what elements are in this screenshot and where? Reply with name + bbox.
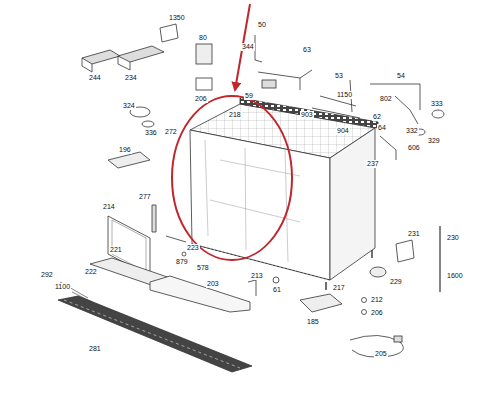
callout-number: 1350 [168,14,186,22]
callout-number: 62 [372,113,382,121]
callout-number: 237 [366,160,380,168]
callout-number: 244 [88,74,102,82]
callout-number: 61 [272,286,282,294]
callout-number: 64 [377,124,387,132]
callout-number: 205 [374,350,388,358]
callout-number: 229 [389,278,403,286]
callout-number: 54 [396,72,406,80]
highlight-circle [172,96,292,260]
callout-number: 578 [196,264,210,272]
callout-number: 879 [175,258,189,266]
callout-number: 203 [206,280,220,288]
callout-number: 344 [241,43,255,51]
callout-number: 222 [84,268,98,276]
callout-number: 196 [118,146,132,154]
callout-number: 217 [332,284,346,292]
callout-number: 904 [336,127,350,135]
callout-number: 277 [138,193,152,201]
callout-number: 292 [40,271,54,279]
callout-number: 206 [194,95,208,103]
callout-number: 185 [306,318,320,326]
callout-number: 223 [186,244,200,252]
callout-number: 329 [427,137,441,145]
callout-number: 231 [407,230,421,238]
callout-number: 212 [370,296,384,304]
callout-number: 332 [405,127,419,135]
callout-number: 324 [122,102,136,110]
callout-number: 234 [124,74,138,82]
callout-number: 281 [88,345,102,353]
callout-number: 50 [257,21,267,29]
callout-number: 1100 [54,283,71,291]
callout-number: 80 [198,34,208,42]
callout-number: 53 [334,72,344,80]
callout-number: 606 [407,144,421,152]
callout-number: 214 [102,203,116,211]
callout-number: 336 [144,129,158,137]
callout-number: 333 [430,100,444,108]
callout-number: 206 [370,309,384,317]
callout-number: 59 [244,92,254,100]
callout-number: 230 [446,234,460,242]
callout-number: 221 [109,246,123,254]
callout-number: 802 [379,95,393,103]
callout-number: 1600 [446,272,464,280]
callout-number: 218 [228,111,242,119]
callout-number: 213 [250,272,264,280]
callout-number: 903 [300,111,314,119]
callout-number: 63 [302,46,312,54]
callout-number: 1150 [336,91,353,99]
callout-number: 272 [164,128,178,136]
